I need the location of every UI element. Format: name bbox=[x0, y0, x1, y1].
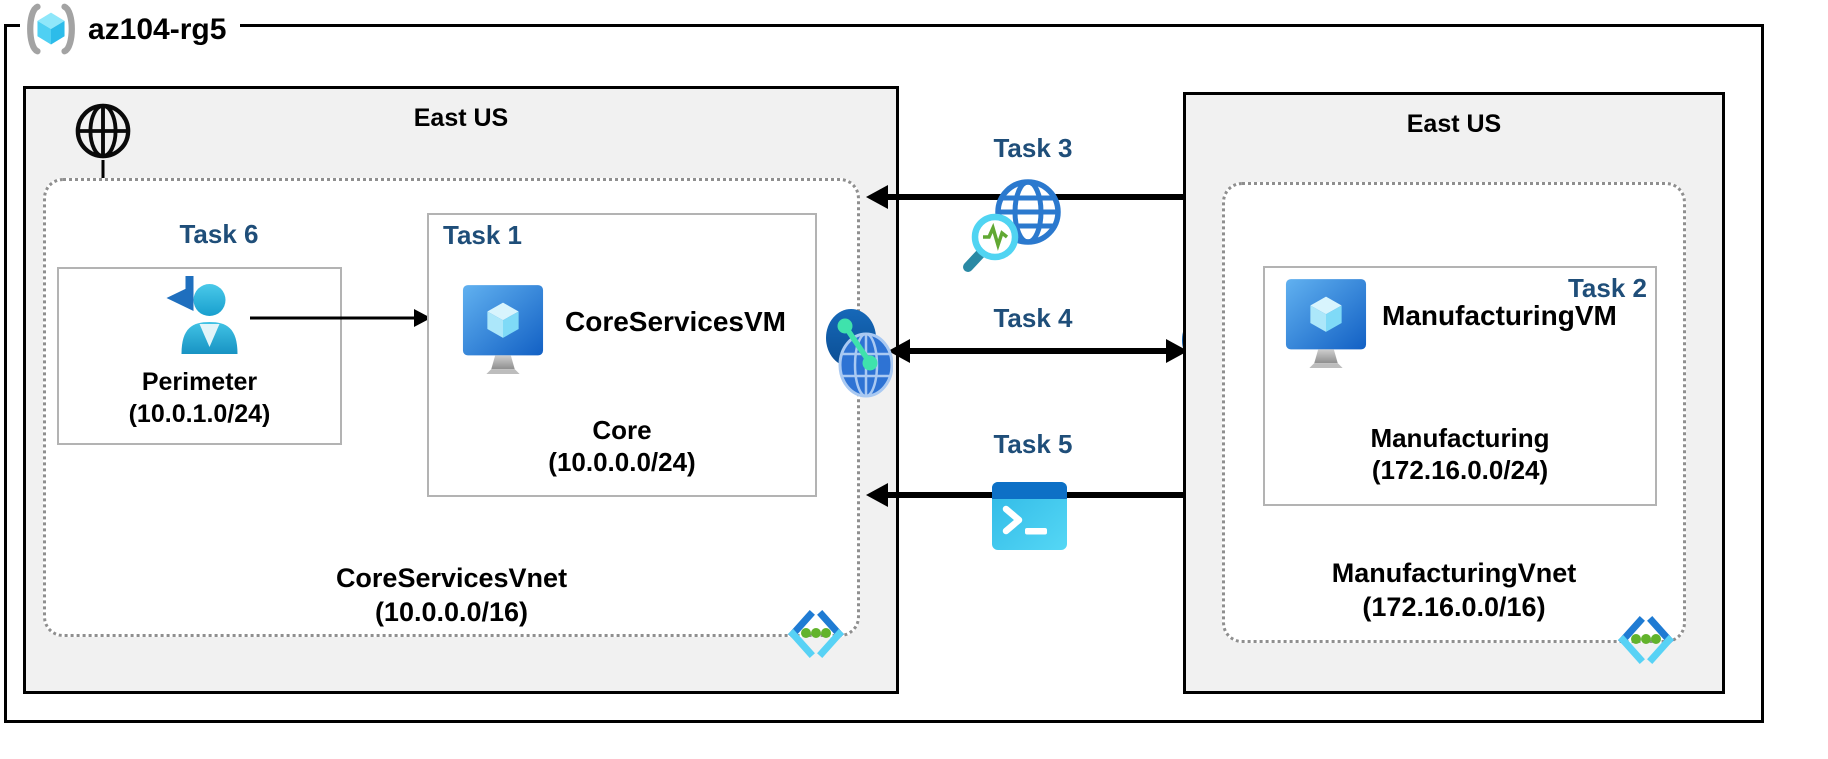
perimeter-subnet-name: Perimeter bbox=[141, 368, 258, 396]
resource-group-icon bbox=[27, 3, 75, 55]
task2-label: Task 2 bbox=[1567, 273, 1647, 303]
manufacturing-vm-name: ManufacturingVM bbox=[1382, 300, 1617, 331]
region-label-right: East US bbox=[1406, 110, 1502, 138]
vnet-peering-icon-left bbox=[826, 309, 893, 398]
core-vm-name: CoreServicesVM bbox=[565, 306, 787, 337]
region-label-left: East US bbox=[413, 104, 509, 132]
remote-user-signin-icon bbox=[166, 276, 238, 354]
core-subnet-name: Core bbox=[592, 415, 652, 445]
perimeter-subnet-cidr: (10.0.1.0/24) bbox=[128, 400, 271, 428]
network-watcher-icon bbox=[963, 179, 1061, 272]
virtual-network-code-icon-right bbox=[1618, 616, 1674, 664]
cloud-shell-icon bbox=[992, 482, 1067, 550]
task6-label: Task 6 bbox=[179, 219, 259, 249]
task4-label: Task 4 bbox=[993, 303, 1073, 333]
task4-arrow bbox=[888, 339, 1188, 363]
internet-globe-icon bbox=[75, 103, 131, 159]
perimeter-to-vm-arrow bbox=[250, 309, 431, 327]
manufacturing-subnet-cidr: (172.16.0.0/24) bbox=[1371, 455, 1549, 485]
manufacturing-subnet-name: Manufacturing bbox=[1370, 423, 1550, 453]
virtual-machine-icon-core bbox=[462, 285, 544, 374]
resource-group-name: az104-rg5 bbox=[88, 13, 227, 46]
task3-label: Task 3 bbox=[993, 133, 1073, 163]
task5-label: Task 5 bbox=[993, 429, 1073, 459]
manufacturing-vnet-name: ManufacturingVnet bbox=[1331, 558, 1577, 588]
core-subnet-cidr: (10.0.0.0/24) bbox=[548, 447, 696, 477]
resource-group-label: az104-rg5 bbox=[20, 0, 241, 60]
virtual-network-code-icon-left bbox=[788, 610, 844, 658]
core-vnet-name: CoreServicesVnet bbox=[335, 563, 568, 593]
task1-label: Task 1 bbox=[443, 220, 523, 250]
manufacturing-vnet-cidr: (172.16.0.0/16) bbox=[1362, 592, 1546, 622]
virtual-machine-icon-manufacturing bbox=[1285, 279, 1367, 368]
core-vnet-cidr: (10.0.0.0/16) bbox=[374, 597, 529, 627]
